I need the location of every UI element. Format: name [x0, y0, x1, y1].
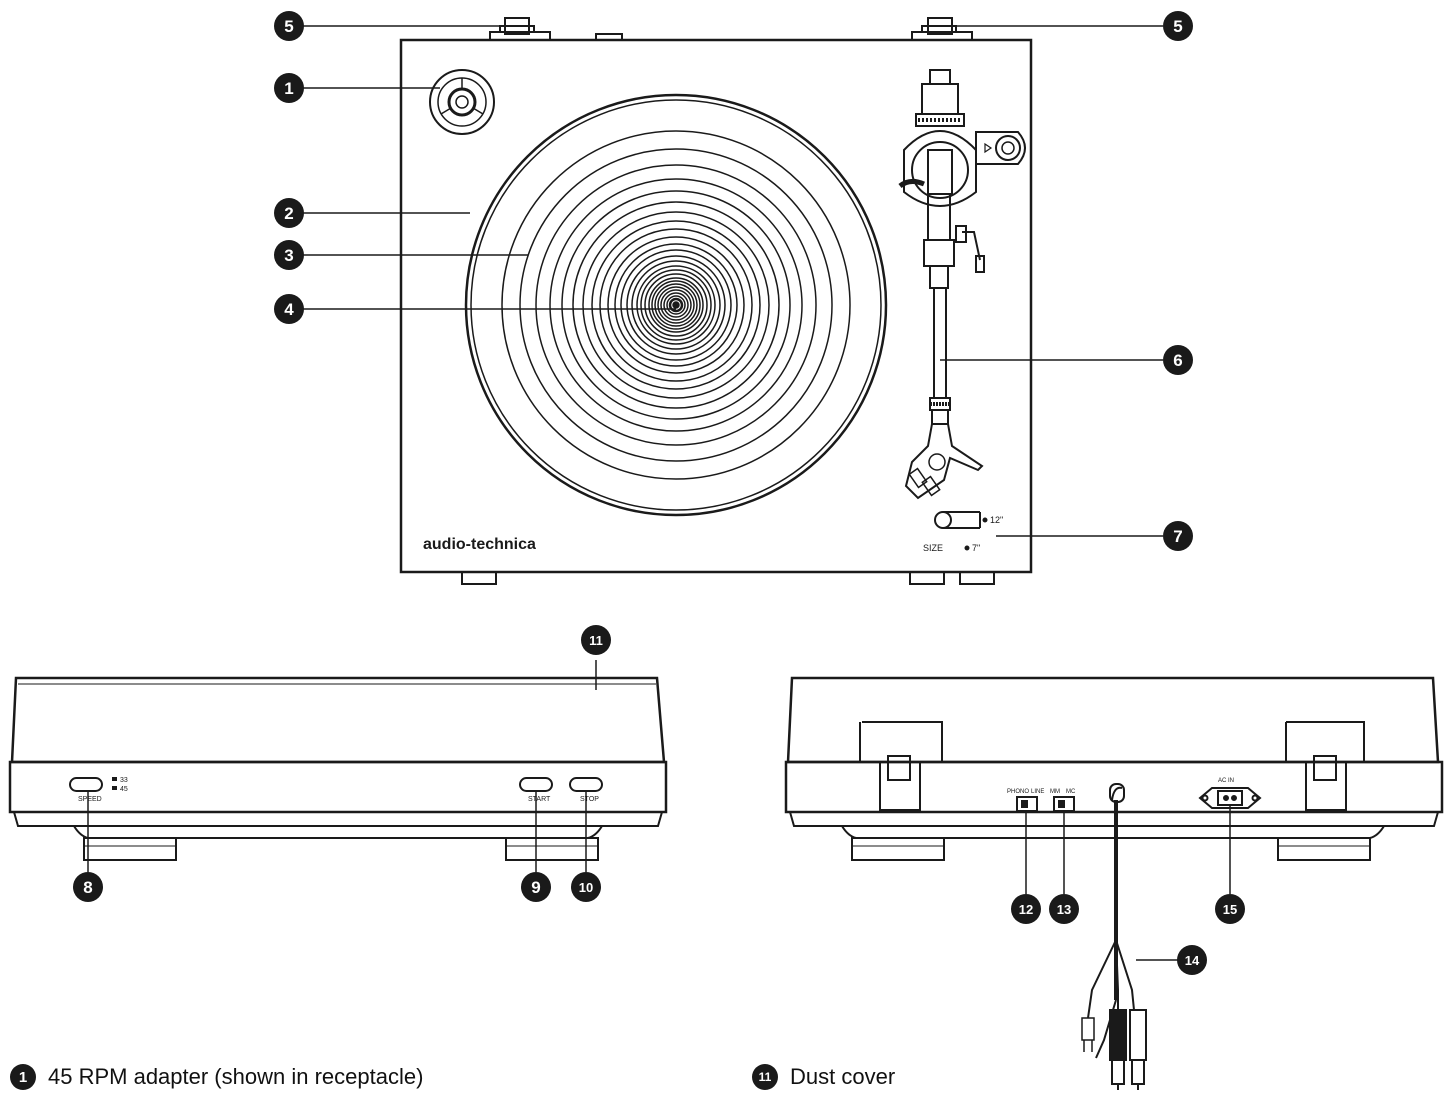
leader-lines	[87, 25, 1231, 961]
speed-label: SPEED	[78, 796, 102, 803]
adapter-45rpm	[429, 69, 495, 135]
foot-left	[461, 571, 497, 585]
callout-1: 1	[274, 73, 304, 103]
svg-text:13: 13	[1057, 902, 1071, 917]
dust-cover	[10, 676, 666, 764]
mm-label: MM	[1050, 789, 1060, 795]
callout-14: 14	[1177, 945, 1207, 975]
plinth-body	[399, 38, 1033, 574]
legend-badge-1: 1	[10, 1064, 36, 1090]
callout-13: 13	[1049, 894, 1079, 924]
size-label: SIZE	[923, 543, 943, 553]
brand-logo: audio-technica	[423, 536, 536, 553]
callout-5-left: 5	[274, 11, 304, 41]
callout-6: 6	[1163, 345, 1193, 375]
svg-text:5: 5	[284, 17, 293, 36]
line-label: LINE	[1031, 789, 1044, 795]
legend-label-1: 45 RPM adapter (shown in receptacle)	[48, 1064, 424, 1089]
top-view	[399, 17, 1033, 585]
platter	[464, 93, 888, 517]
svg-text:9: 9	[531, 878, 540, 897]
hinge-right	[911, 17, 973, 41]
svg-text:4: 4	[284, 300, 294, 319]
legend-item-1: 1 45 RPM adapter (shown in receptacle)	[10, 1060, 423, 1094]
svg-text:5: 5	[1173, 17, 1182, 36]
ac-in-label: AC IN	[1218, 778, 1234, 784]
stop-label: STOP	[580, 796, 599, 803]
tonearm	[898, 69, 1026, 500]
legend-badge-11: 11	[752, 1064, 778, 1090]
speed-45-label: 45	[120, 786, 128, 793]
callout-15: 15	[1215, 894, 1245, 924]
mc-label: MC	[1066, 789, 1076, 795]
foot-right-2	[959, 571, 995, 585]
callout-7: 7	[1163, 521, 1193, 551]
callout-9: 9	[521, 872, 551, 902]
start-button	[519, 777, 553, 792]
speed-button	[69, 777, 103, 792]
front-foot-left	[83, 837, 177, 861]
stop-button	[569, 777, 603, 792]
svg-text:7: 7	[1173, 527, 1182, 546]
svg-text:12: 12	[1019, 902, 1033, 917]
callout-10: 10	[571, 872, 601, 902]
size-7-label: 7"	[972, 543, 980, 553]
phono-label: PHONO	[1007, 789, 1029, 795]
rear-view	[784, 676, 1444, 1090]
callout-4: 4	[274, 294, 304, 324]
svg-text:3: 3	[284, 246, 293, 265]
hinge-left	[489, 17, 551, 41]
svg-text:15: 15	[1223, 902, 1237, 917]
front-foot-right	[505, 837, 599, 861]
audio-cable	[1081, 783, 1147, 1090]
svg-text:8: 8	[83, 878, 92, 897]
svg-text:6: 6	[1173, 351, 1182, 370]
callout-12: 12	[1011, 894, 1041, 924]
callout-11: 11	[581, 625, 611, 655]
svg-text:2: 2	[284, 204, 293, 223]
svg-text:1: 1	[284, 79, 293, 98]
callout-2: 2	[274, 198, 304, 228]
svg-text:10: 10	[579, 880, 593, 895]
svg-text:14: 14	[1185, 953, 1200, 968]
rear-dust-cover	[786, 676, 1440, 764]
foot-right-1	[909, 571, 945, 585]
speed-33-label: 33	[120, 777, 128, 784]
size-12-label: 12"	[990, 515, 1003, 525]
callout-5-right: 5	[1163, 11, 1193, 41]
svg-text:11: 11	[589, 633, 603, 648]
legend-item-11: 11 Dust cover	[752, 1060, 895, 1094]
start-label: START	[528, 796, 551, 803]
legend-label-11: Dust cover	[790, 1064, 896, 1089]
callout-8: 8	[73, 872, 103, 902]
size-selector	[934, 511, 988, 551]
front-body	[8, 760, 668, 814]
phono-line-switch	[1016, 796, 1038, 812]
front-view	[8, 676, 668, 861]
ac-inlet	[1198, 787, 1262, 809]
callout-3: 3	[274, 240, 304, 270]
